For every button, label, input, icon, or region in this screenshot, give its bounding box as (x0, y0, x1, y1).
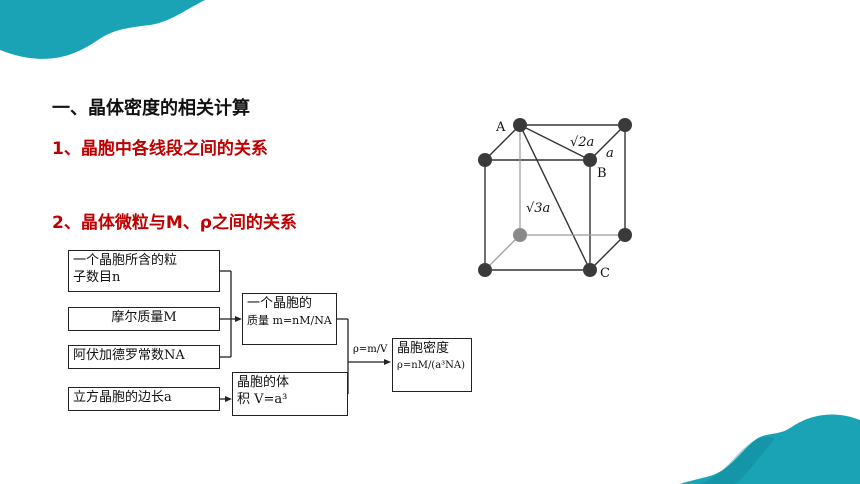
box-cell-density-line1: 晶胞密度 (397, 341, 450, 356)
box-cell-volume-line2: 积 V=a³ (237, 392, 288, 407)
box-cell-mass: 一个晶胞的 质量 m=nM/NA (242, 293, 337, 345)
section-heading: 一、晶体密度的相关计算 (52, 98, 250, 119)
box-cell-mass-line2: 质量 m=nM/NA (247, 314, 332, 327)
arrow-label-density-formula: ρ=m/V (353, 344, 388, 355)
subheading-segments: 1、晶胞中各线段之间的关系 (52, 139, 268, 159)
unit-cell-cube-diagram: A B C √2a a √3a (478, 118, 632, 281)
top-left-wave-decoration (0, 0, 205, 59)
box-molar-mass: 摩尔质量M (68, 307, 220, 331)
label-B: B (597, 166, 607, 181)
box-cell-mass-line1: 一个晶胞的 (247, 296, 313, 311)
atom-A (513, 118, 527, 132)
subheading-particles: 2、晶体微粒与M、ρ之间的关系 (52, 213, 297, 233)
label-edge: a (606, 146, 614, 161)
label-C: C (600, 266, 610, 281)
box-particle-count-line2: 子数目n (73, 270, 121, 285)
bottom-right-wave-decoration (680, 414, 860, 484)
box-particle-count-line1: 一个晶胞所含的粒 (73, 253, 178, 268)
box-particle-count: 一个晶胞所含的粒 子数目n (68, 250, 220, 292)
label-A: A (495, 120, 506, 135)
box-cell-density: 晶胞密度 ρ=nM/(a³NA) (392, 338, 472, 392)
label-face-diagonal: √2a (570, 135, 594, 150)
box-cell-volume-line1: 晶胞的体 (237, 375, 290, 390)
label-body-diagonal: √3a (526, 201, 550, 216)
box-avogadro: 阿伏加德罗常数NA (68, 345, 220, 369)
atom-B (583, 153, 597, 167)
box-cell-volume: 晶胞的体 积 V=a³ (232, 372, 348, 416)
box-cell-density-line2: ρ=nM/(a³NA) (397, 360, 466, 371)
box-edge-length: 立方晶胞的边长a (68, 387, 220, 411)
atom-C (583, 263, 597, 277)
